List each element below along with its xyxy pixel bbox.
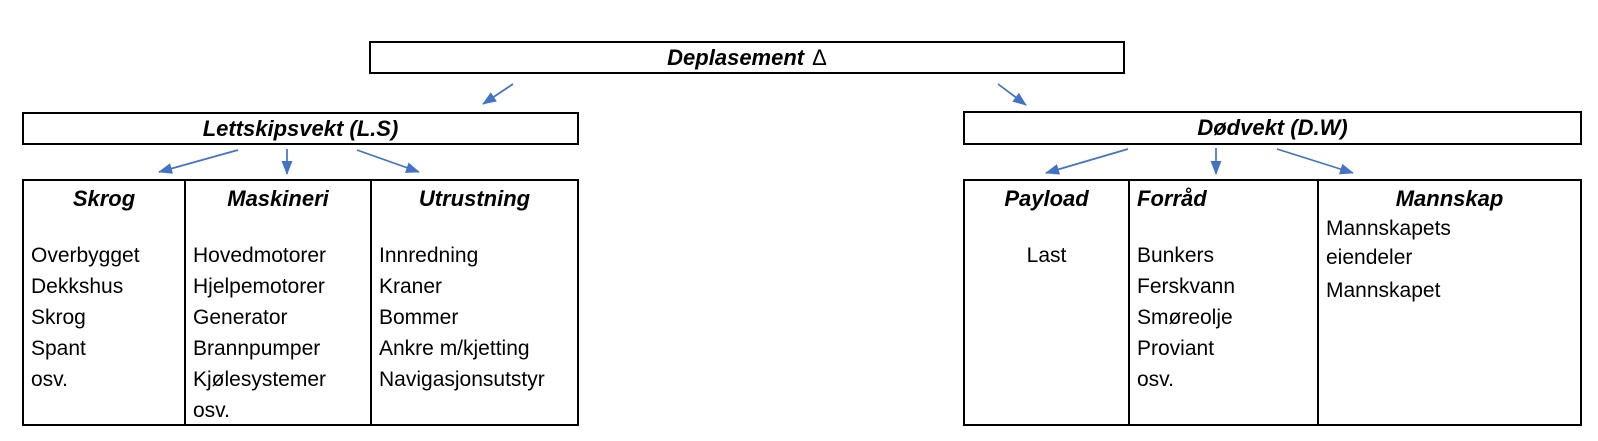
dodvekt-box: Dødvekt (D.W) bbox=[963, 111, 1582, 145]
list-item: Bunkers bbox=[1137, 244, 1215, 267]
list-item: Overbygget bbox=[31, 244, 140, 267]
column-utrustning: Utrustning Innredning Kraner Bommer Ankr… bbox=[370, 181, 577, 424]
list-item: Generator bbox=[193, 306, 288, 329]
list-item: Smøreolje bbox=[1137, 306, 1233, 329]
deplasement-label: Deplasement bbox=[667, 44, 805, 70]
list-item: Ferskvann bbox=[1137, 275, 1236, 298]
list-item: Bommer bbox=[379, 306, 459, 329]
delta-symbol: Δ bbox=[812, 44, 827, 70]
list-item: Ankre m/kjetting bbox=[379, 337, 530, 360]
arrow-deplasement-to-lettskipsvekt bbox=[482, 83, 514, 105]
column-header: Utrustning bbox=[418, 186, 531, 211]
lettskipsvekt-table: Skrog Overbygget Dekkshus Skrog Spant os… bbox=[22, 179, 579, 426]
column-header: Maskineri bbox=[227, 186, 329, 211]
column-items: Bunkers Ferskvann Smøreolje Proviant osv… bbox=[1130, 240, 1317, 395]
arrow-dodvekt-to-mannskap bbox=[1276, 148, 1354, 175]
column-forrad: Forråd Bunkers Ferskvann Smøreolje Provi… bbox=[1128, 181, 1317, 424]
column-header: Forråd bbox=[1137, 186, 1207, 211]
arrow-lettskipsvekt-to-skrog bbox=[158, 149, 239, 174]
list-item: Navigasjonsutstyr bbox=[379, 368, 545, 391]
list-item: Mannskapet bbox=[1326, 279, 1441, 302]
list-item: Skrog bbox=[31, 306, 86, 329]
list-item: Kraner bbox=[379, 275, 443, 298]
column-header: Payload bbox=[1004, 186, 1089, 211]
list-item: Hjelpemotorer bbox=[193, 275, 325, 298]
list-item: osv. bbox=[193, 399, 230, 422]
list-item: Brannpumper bbox=[193, 337, 321, 360]
dodvekt-table: Payload Last Forråd Bunkers Ferskvann Sm… bbox=[963, 179, 1582, 426]
arrow-deplasement-to-dodvekt bbox=[997, 83, 1027, 106]
column-payload: Payload Last bbox=[965, 181, 1128, 424]
list-item: Dekkshus bbox=[31, 275, 124, 298]
list-item: Last bbox=[1026, 244, 1067, 267]
list-item: Innredning bbox=[379, 244, 479, 267]
column-items: Hovedmotorer Hjelpemotorer Generator Bra… bbox=[186, 240, 370, 426]
list-item: Spant bbox=[31, 337, 86, 360]
dodvekt-label: Dødvekt (D.W) bbox=[1197, 115, 1348, 140]
column-skrog: Skrog Overbygget Dekkshus Skrog Spant os… bbox=[24, 181, 184, 424]
arrow-dodvekt-to-payload bbox=[1045, 148, 1129, 175]
list-item: osv. bbox=[31, 368, 68, 391]
list-item: osv. bbox=[1137, 368, 1174, 391]
lettskipsvekt-label: Lettskipsvekt (L.S) bbox=[202, 115, 399, 141]
list-item: Kjølesystemer bbox=[193, 368, 327, 391]
column-header: Skrog bbox=[72, 186, 136, 211]
column-mannskap: Mannskap Mannskapets eiendeler Mannskape… bbox=[1317, 181, 1580, 424]
column-items: Mannskapets eiendeler Mannskapet bbox=[1319, 214, 1580, 305]
deplasement-box: Deplasement Δ bbox=[369, 41, 1125, 74]
list-item: Mannskapets eiendeler bbox=[1326, 217, 1451, 269]
column-items: Overbygget Dekkshus Skrog Spant osv. bbox=[24, 240, 184, 395]
list-item: Proviant bbox=[1137, 337, 1215, 360]
column-items: Innredning Kraner Bommer Ankre m/kjettin… bbox=[372, 240, 577, 395]
lettskipsvekt-box: Lettskipsvekt (L.S) bbox=[22, 112, 579, 145]
column-items: Last bbox=[965, 240, 1128, 271]
column-header: Mannskap bbox=[1395, 186, 1504, 211]
arrow-lettskipsvekt-to-utrustning bbox=[356, 149, 420, 173]
list-item: Hovedmotorer bbox=[193, 244, 327, 267]
column-maskineri: Maskineri Hovedmotorer Hjelpemotorer Gen… bbox=[184, 181, 370, 424]
